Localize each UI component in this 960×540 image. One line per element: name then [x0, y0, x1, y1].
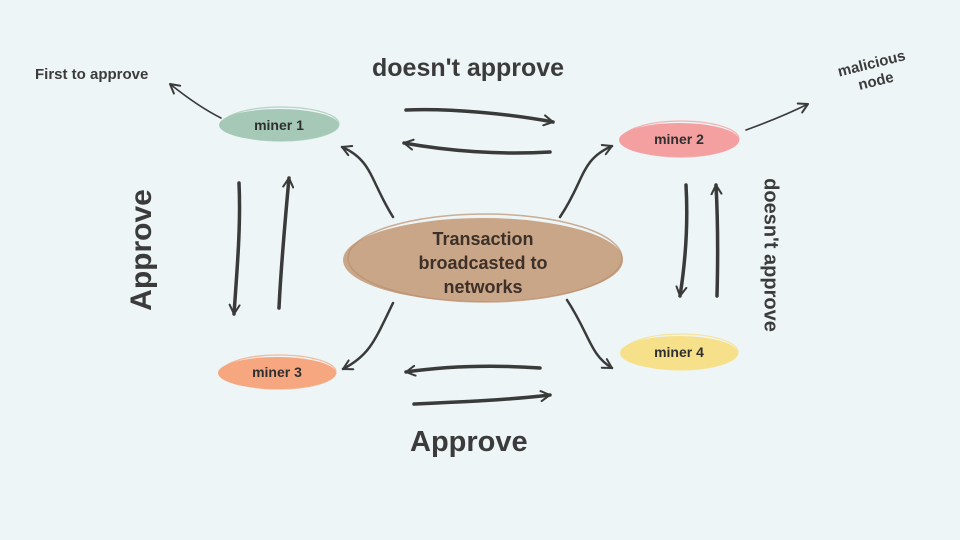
annotation-first-to-approve: First to approve [35, 66, 149, 83]
arrow-miner2-to-miner4 [675, 183, 689, 298]
edge-label-left: Approve [125, 189, 158, 311]
arrow-miner1-to-miner3 [228, 181, 242, 316]
arrow-center-to-miner4 [565, 298, 614, 370]
node-miner-2 [619, 120, 740, 158]
center-label: Transaction broadcasted to networks [383, 227, 583, 299]
arrow-malicious-node [745, 102, 809, 131]
node-miner-3 [218, 354, 337, 390]
miner-2-label: miner 2 [654, 131, 704, 147]
miner-1-label: miner 1 [254, 117, 304, 133]
node-miner-1 [219, 106, 340, 142]
arrow-miner4-to-miner3 [404, 364, 542, 377]
arrow-center-to-miner1 [340, 144, 395, 219]
edge-label-bottom: Approve [410, 426, 528, 458]
arrow-center-to-miner3 [341, 301, 395, 371]
miner-3-label: miner 3 [252, 364, 302, 380]
node-center [343, 213, 623, 303]
arrow-center-to-miner2 [558, 144, 614, 219]
edge-label-top: doesn't approve [372, 54, 565, 82]
arrow-first-to-approve [169, 83, 222, 119]
arrow-miner3-to-miner4 [412, 390, 552, 406]
miner-4-label: miner 4 [654, 344, 704, 360]
arrow-miner2-to-miner1 [402, 138, 552, 155]
center-line-1: Transaction [432, 229, 534, 249]
arrow-miner3-to-miner1 [277, 176, 295, 310]
node-miner-4 [620, 333, 739, 371]
arrow-miner4-to-miner2 [710, 183, 723, 298]
arrow-miner1-to-miner2 [404, 107, 555, 127]
center-line-2: broadcasted to [418, 253, 548, 273]
edge-label-right: doesn't approve [759, 178, 782, 332]
center-line-3: networks [443, 277, 523, 297]
